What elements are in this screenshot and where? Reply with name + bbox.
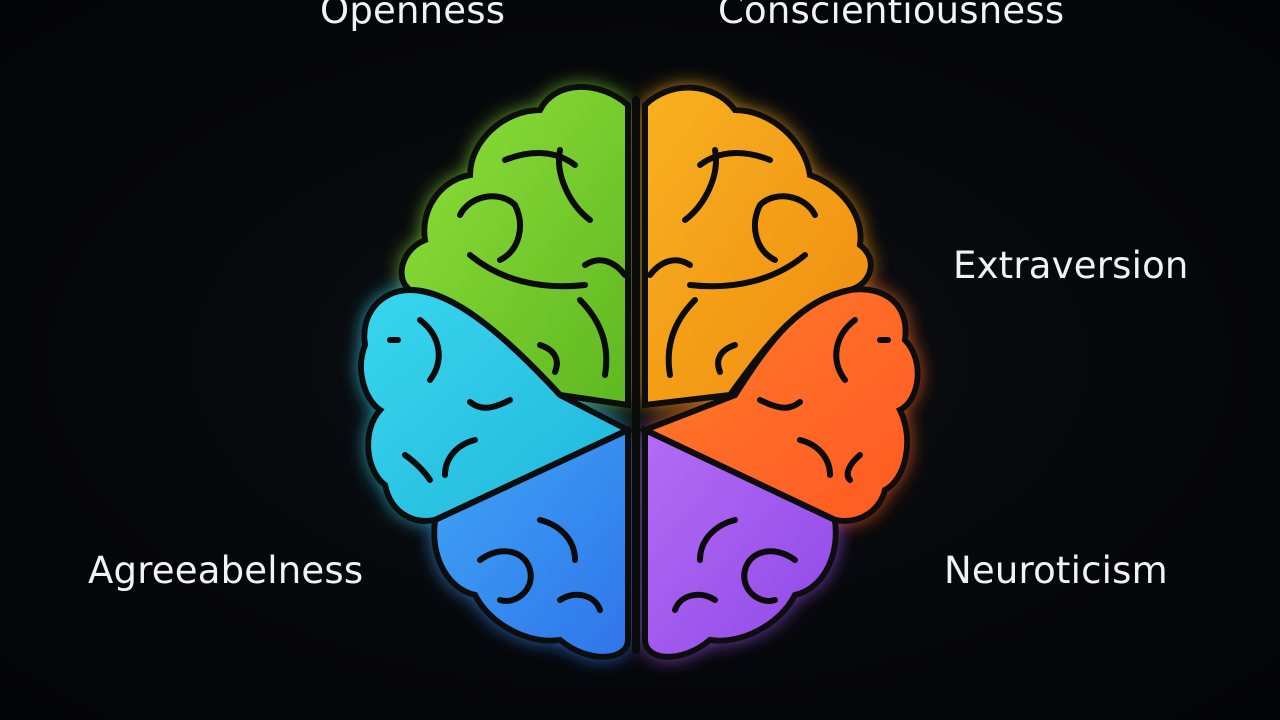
extraversion-label: Extraversion xyxy=(953,244,1189,287)
conscientiousness-label: Conscientiousness xyxy=(718,0,1065,32)
brain-folds xyxy=(387,96,891,654)
agreeableness-lower-region xyxy=(431,425,631,660)
agreeableness-label: Agreeabelness xyxy=(88,549,364,592)
neuroticism-label: Neuroticism xyxy=(944,549,1168,592)
neuroticism-region xyxy=(642,425,839,660)
openness-label: Openness xyxy=(320,0,506,32)
